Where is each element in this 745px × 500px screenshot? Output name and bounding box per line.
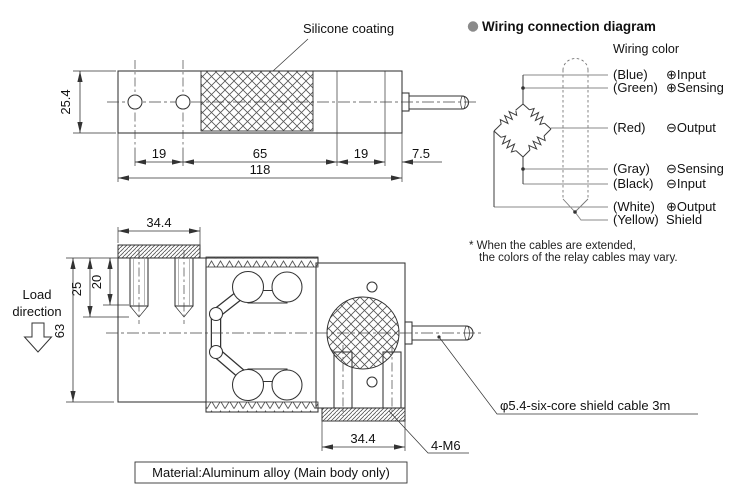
- wire-signal-red: ⊖Output: [666, 120, 716, 135]
- silicone-coating-hatch: [200, 70, 314, 132]
- wire-color-red: (Red): [613, 120, 646, 135]
- side-extension-lines: [117, 133, 403, 182]
- side-cable: [409, 95, 470, 110]
- wire-color-gray: (Gray): [613, 161, 650, 176]
- wire-signal-white: ⊕Output: [666, 199, 716, 214]
- dim-height-label: 25.4: [58, 89, 73, 114]
- plan-top-tapped-holes: [129, 250, 194, 324]
- wire-signal-blue: ⊕Input: [666, 67, 706, 82]
- load-direction-label-line1: Load: [23, 287, 52, 302]
- junction-dot: [521, 86, 525, 90]
- plan-top-serrated-strip: [205, 256, 319, 268]
- silicone-leader-line: [272, 38, 309, 72]
- wire-labels: (Blue) ⊕Input (Green) ⊕Sensing (Red) ⊖Ou…: [613, 67, 724, 227]
- thread-label: 4-M6: [431, 438, 461, 453]
- side-hole-right: [175, 94, 191, 110]
- silicone-coating-label: Silicone coating: [303, 21, 394, 36]
- side-hole-left: [127, 94, 143, 110]
- cable-leader-line: [438, 336, 698, 415]
- load-direction: Load direction: [12, 287, 62, 353]
- wiring-title: Wiring connection diagram: [482, 19, 656, 34]
- resistor-icon: [500, 135, 517, 153]
- wiring-color-subtitle: Wiring color: [613, 42, 679, 56]
- wire-signal-green: ⊕Sensing: [666, 80, 724, 95]
- side-view: 25.4 19 65 19 7.5 118 Silicone coating: [58, 21, 478, 182]
- plan-view: 34.4 25 20 63 34.4 4-M6 φ5.4-six-core sh…: [12, 215, 698, 454]
- plan-screw-hole-top: [366, 281, 378, 293]
- plan-screw-hole-bottom: [366, 376, 378, 388]
- resistor-icon: [499, 110, 518, 125]
- wiring-diagram: Wiring connection diagram Wiring color: [467, 19, 724, 264]
- wires: [494, 74, 608, 221]
- bullet-icon: [467, 21, 479, 32]
- wire-color-black: (Black): [613, 176, 653, 191]
- cable-shield-capsule: [562, 58, 589, 213]
- plan-top-mounting-boss: [117, 244, 201, 259]
- dim-hole-spacing-label: 19: [152, 146, 166, 161]
- dim-thread-depth-label: 20: [89, 275, 104, 289]
- dim-bottom-width-label: 34.4: [350, 431, 375, 446]
- dim-top-width-label: 34.4: [146, 215, 171, 230]
- junction-dot: [521, 167, 525, 171]
- side-cable-end: [460, 95, 466, 110]
- cable-note-line1: * When the cables are extended,: [469, 240, 636, 252]
- dim-drill-depth-label: 25: [69, 282, 84, 296]
- wire-color-yellow: (Yellow): [613, 212, 659, 227]
- dim-right-segment-label: 19: [354, 146, 368, 161]
- cable-note-line2: the colors of the relay cables may vary.: [479, 252, 678, 264]
- junction-dot: [573, 210, 577, 214]
- material-box: [134, 461, 408, 484]
- plan-bottom-tapped-holes: [333, 345, 402, 416]
- material-note: Material:Aluminum alloy (Main body only): [134, 461, 408, 484]
- wire-color-green: (Green): [613, 80, 658, 95]
- wire-color-blue: (Blue): [613, 67, 648, 82]
- wire-signal-black: ⊖Input: [666, 176, 706, 191]
- material-label: Material:Aluminum alloy (Main body only): [152, 465, 390, 480]
- cable-label: φ5.4-six-core shield cable 3m: [500, 398, 670, 413]
- load-direction-arrow-icon: [23, 322, 53, 353]
- resistor-icon: [529, 107, 545, 126]
- dim-total-length-label: 118: [250, 162, 271, 177]
- plan-bottom-serrated-strip: [205, 401, 319, 413]
- dim-body-width-label: 63: [52, 324, 67, 338]
- wire-signal-gray: ⊖Sensing: [666, 161, 724, 176]
- load-direction-label-line2: direction: [12, 304, 61, 319]
- wire-signal-yellow: Shield: [666, 212, 702, 227]
- resistor-icon: [528, 135, 546, 151]
- dim-coating-length-label: 65: [253, 146, 267, 161]
- dim-cable-offset-label: 7.5: [412, 146, 430, 161]
- thread-leader-line: [388, 410, 469, 454]
- wire-color-white: (White): [613, 199, 655, 214]
- wheatstone-bridge: [493, 75, 577, 214]
